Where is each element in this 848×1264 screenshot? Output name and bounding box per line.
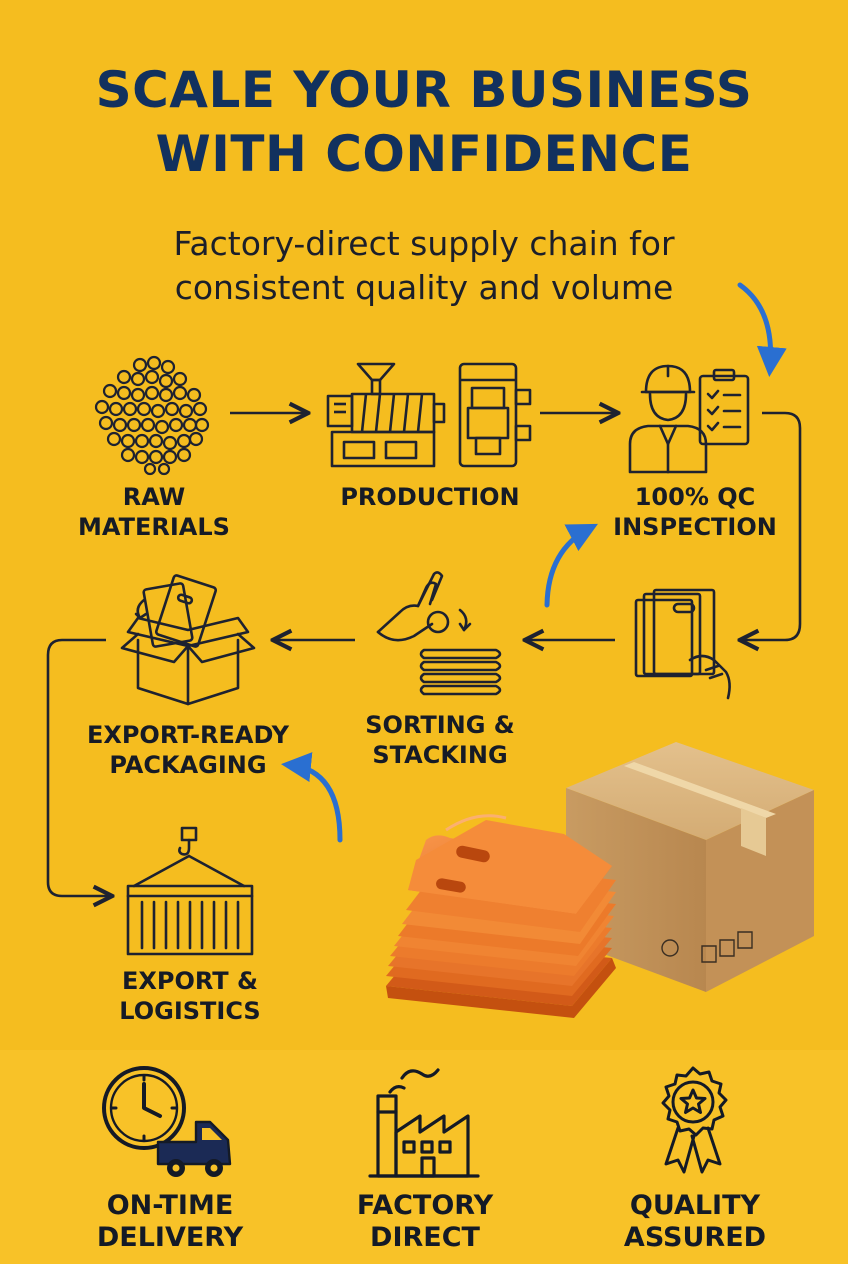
blue-arrow-to-qc (547, 523, 598, 605)
step-production-label: PRODUCTION (340, 483, 520, 511)
page-subtitle: Factory-direct supply chain for consiste… (0, 222, 848, 310)
step-qc-inspection-label: 100% QC INSPECTION (613, 483, 777, 541)
step-export-logistics-label: EXPORT & LOGISTICS (119, 967, 261, 1025)
inspector-icon (626, 362, 756, 474)
open-box-icon (118, 578, 258, 708)
subtitle-line-2: consistent quality and volume (174, 268, 674, 307)
hand-stack-icon (374, 570, 514, 698)
badge-star-icon (648, 1064, 738, 1180)
blue-arrow-to-packaging (281, 752, 340, 840)
subtitle-line-1: Factory-direct supply chain for (173, 224, 675, 263)
title-line-1: SCALE YOUR BUSINESS (95, 61, 753, 119)
step-sorting-stacking-label: SORTING & STACKING (365, 711, 515, 769)
footer-quality-assured-label: QUALITY ASSURED (623, 1190, 767, 1253)
bags-hand-icon (632, 590, 742, 700)
factory-icon (366, 1062, 486, 1180)
clock-truck-icon (100, 1064, 236, 1177)
page-title: SCALE YOUR BUSINESS WITH CONFIDENCE (0, 58, 848, 186)
step-raw-materials-label: RAW MATERIALS (78, 483, 230, 541)
footer-on-time-delivery-label: ON-TIME DELIVERY (96, 1190, 244, 1253)
blue-arrow-subtitle (740, 285, 787, 377)
machine-icon (326, 360, 540, 470)
product-illustration (386, 742, 814, 1018)
title-line-2: WITH CONFIDENCE (155, 125, 693, 183)
pellets-icon (88, 355, 216, 473)
footer-factory-direct-label: FACTORY DIRECT (356, 1190, 494, 1253)
orange-bag-stack (386, 816, 616, 1018)
arrow-qc-to-bags (742, 413, 800, 640)
step-export-packaging-label: EXPORT-READY PACKAGING (86, 721, 290, 779)
arrow-packaging-to-export (48, 640, 110, 896)
container-icon (124, 826, 256, 958)
